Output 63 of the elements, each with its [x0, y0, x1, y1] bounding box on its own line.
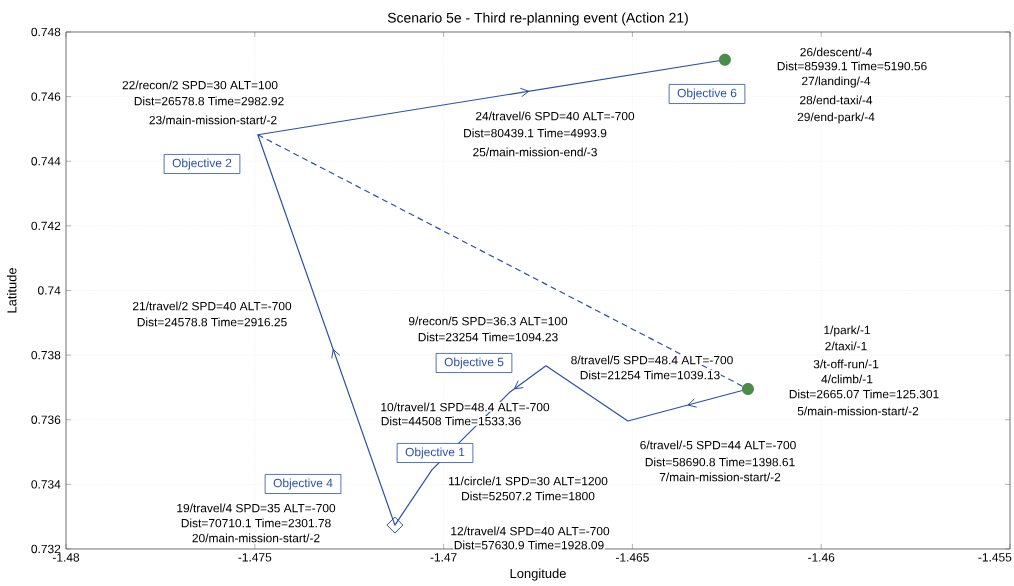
chart-title: Scenario 5e - Third re-planning event (Action 21): [387, 12, 688, 26]
annotation-text: 25/main-mission-end/-3: [472, 147, 598, 157]
tick-label: 0.738: [31, 350, 61, 360]
annotation-text: Dist=24578.8 Time=2916.25: [136, 317, 288, 327]
tick-label: 0.744: [31, 157, 61, 166]
annotation-text: Dist=21254 Time=1039.13: [579, 370, 721, 380]
tick-label: -1.48: [52, 553, 80, 562]
tick-label: -1.455: [978, 553, 1012, 562]
tick-label: -1.475: [238, 553, 272, 562]
annotation-text: 27/landing/-4: [800, 75, 872, 89]
annotation-text: 24/travel/6 SPD=40 ALT=-700: [474, 111, 636, 121]
annotation-text: 12/travel/4 SPD=40 ALT=-700: [449, 526, 611, 536]
annotation-text: 6/travel/-5 SPD=44 ALT=-700: [639, 440, 797, 450]
annotation-text: 9/recon/5 SPD=36.3 ALT=100: [407, 316, 569, 326]
annotation-text: Dist=23254 Time=1094.23: [417, 332, 559, 342]
annotation-text: 26/descent/-4: [799, 47, 873, 57]
objective-box: Objective 4: [264, 474, 342, 494]
annotation-text: Dist=70710.1 Time=2301.78: [180, 518, 332, 528]
annotation: Objective 4: [273, 478, 333, 490]
annotation-text: 19/travel/4 SPD=35 ALT=-700: [175, 503, 337, 513]
annotation-text: 1/park/-1: [822, 324, 872, 338]
annotation: Objective 6: [677, 88, 737, 100]
tick-label: 0.748: [31, 27, 61, 37]
annotation-text: 8/travel/5 SPD=48.4 ALT=-700: [570, 355, 734, 365]
annotation-text: 5/main-mission-start/-2: [796, 406, 920, 416]
annotation: Objective 1: [405, 447, 465, 459]
objective-box: Objective 2: [163, 154, 241, 174]
annotation-text: Dist=52507.2 Time=1800: [460, 491, 596, 501]
annotation-text: 2/taxi/-1: [824, 341, 868, 351]
tick-label: 0.74: [38, 286, 61, 295]
annotation-text: 10/travel/1 SPD=48.4 ALT=-700: [379, 402, 551, 412]
annotation-text: 22/recon/2 SPD=30 ALT=100: [121, 80, 279, 90]
annotation-text: Dist=57630.9 Time=1928.09: [453, 540, 605, 550]
axis-label: Longitude: [510, 568, 566, 581]
annotation-text: Dist=44508 Time=1533.36: [380, 416, 522, 426]
annotation-text: Dist=26578.8 Time=2982.92: [133, 96, 285, 106]
tick-label: -1.47: [430, 553, 457, 562]
axis-label: Latitude: [6, 268, 17, 313]
annotation-text: 4/climb/-1: [820, 374, 874, 384]
tick-label: -1.46: [808, 553, 835, 562]
objective-box: Objective 1: [396, 443, 474, 463]
annotation-text: 7/main-mission-start/-2: [658, 472, 782, 482]
annotation: Objective 2: [172, 158, 232, 170]
annotation-text: 3/t-off-run/-1: [812, 359, 880, 369]
annotation-text: Dist=2665.07 Time=125.301: [788, 389, 940, 399]
objective-box: Objective 6: [668, 84, 746, 104]
annotation-text: 23/main-mission-start/-2: [148, 115, 278, 125]
tick-label: -1.465: [616, 553, 649, 562]
annotation-text: 11/circle/1 SPD=30 ALT=1200: [447, 476, 609, 486]
annotation-text: 28/end-taxi/-4: [798, 95, 874, 105]
tick-label: 0.742: [31, 221, 61, 231]
annotation-text: Dist=58690.8 Time=1398.61: [644, 457, 796, 467]
annotation-text: Dist=85939.1 Time=5190.56: [776, 61, 928, 71]
annotation-text: 21/travel/2 SPD=40 ALT=-700: [131, 301, 293, 311]
tick-label: 0.736: [31, 415, 61, 424]
tick-label: 0.746: [31, 92, 61, 101]
annotation: Objective 5: [444, 357, 504, 369]
tick-label: 0.732: [31, 544, 61, 554]
annotation-text: 29/end-park/-4: [796, 111, 876, 125]
objective-box: Objective 5: [435, 353, 513, 373]
annotation-text: 20/main-mission-start/-2: [191, 533, 321, 543]
annotation-text: Dist=80439.1 Time=4993.9: [462, 128, 608, 138]
tick-label: 0.734: [31, 480, 61, 489]
